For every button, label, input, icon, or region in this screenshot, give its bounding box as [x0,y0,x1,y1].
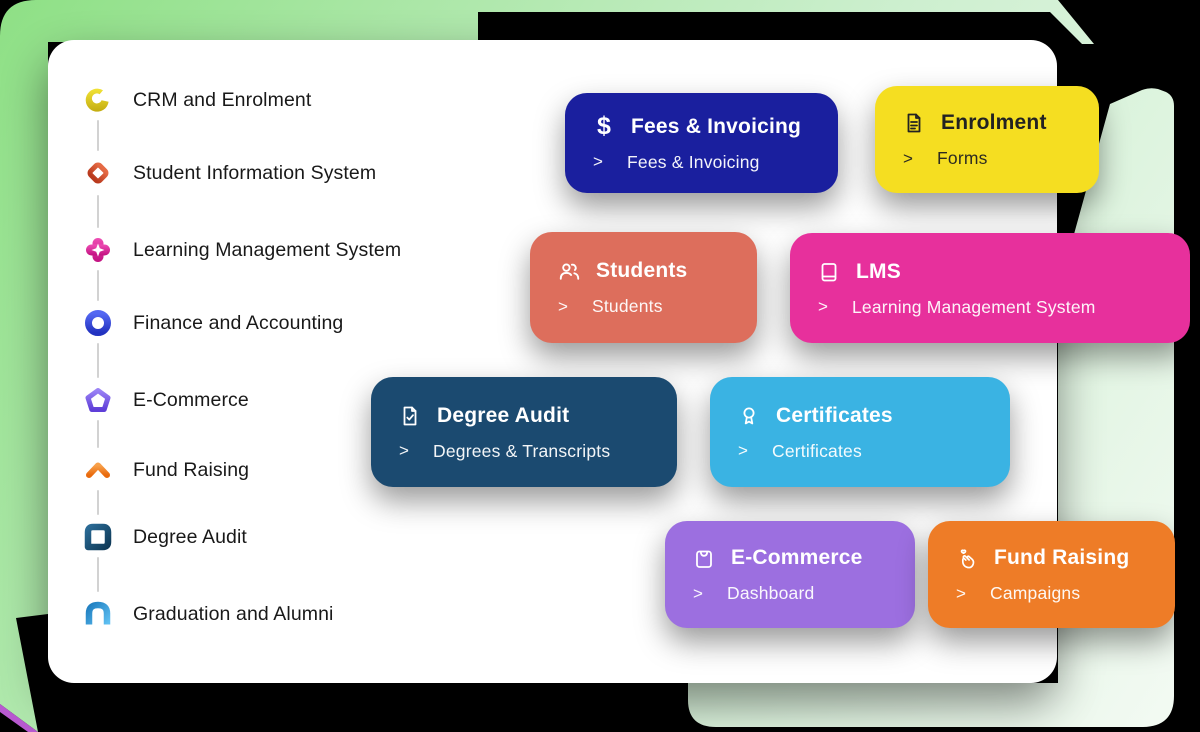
card-fees-invoicing[interactable]: $ Fees & Invoicing > Fees & Invoicing [565,93,838,193]
card-title: Certificates [776,403,893,427]
ring-icon [81,306,115,340]
chevron-right-icon: > [956,583,966,603]
sidebar-item-student-information[interactable]: Student Information System [81,153,376,193]
sidebar-item-degree-audit[interactable]: Degree Audit [81,517,247,557]
sidebar-item-fund-raising[interactable]: Fund Raising [81,450,249,490]
timeline-connector [97,420,99,448]
chevron-right-icon: > [558,296,568,316]
timeline-connector [97,270,99,301]
chevron-right-icon: > [818,297,828,316]
medal-icon [736,403,762,429]
card-title: LMS [856,259,901,283]
card-title: Enrolment [941,111,1047,134]
sidebar-item-crm-enrolment[interactable]: CRM and Enrolment [81,80,311,120]
card-title: Degree Audit [437,403,570,427]
sidebar-item-label: CRM and Enrolment [133,88,312,111]
sidebar-item-label: Student Information System [133,161,377,184]
timeline-connector [97,195,99,228]
sidebar-item-label: Fund Raising [133,458,250,481]
card-subtitle: Fees & Invoicing [627,151,760,172]
card-lms[interactable]: LMS > Learning Management System [790,233,1190,343]
chevron-right-icon: > [593,152,603,171]
timeline-connector [97,343,99,378]
sidebar-item-finance-accounting[interactable]: Finance and Accounting [81,303,343,343]
sidebar-item-label: Learning Management System [133,238,402,261]
sidebar-item-label: Finance and Accounting [133,311,344,334]
bag-icon [691,545,717,571]
card-subtitle: Certificates [772,440,862,461]
card-title: Fund Raising [994,546,1130,569]
document-icon [901,110,927,136]
card-title: Students [596,259,688,282]
doc-check-icon [397,403,423,429]
sidebar-item-label: Graduation and Alumni [133,602,334,625]
card-students[interactable]: Students > Students [530,232,757,343]
chevron-right-icon: > [693,583,703,603]
card-certificates[interactable]: Certificates > Certificates [710,377,1010,487]
card-fund-raising[interactable]: Fund Raising > Campaigns [928,521,1175,628]
crm-pacman-icon [81,83,115,117]
card-subtitle: Learning Management System [852,296,1096,317]
magenta-sliver [0,704,38,732]
card-subtitle: Campaigns [990,583,1081,603]
card-enrolment[interactable]: Enrolment > Forms [875,86,1099,193]
sidebar-item-label: E-Commerce [133,388,249,411]
card-ecommerce[interactable]: E-Commerce > Dashboard [665,521,915,628]
chevron-up-icon [81,453,115,487]
timeline-connector [97,490,99,515]
chevron-right-icon: > [399,441,409,460]
sidebar-item-ecommerce[interactable]: E-Commerce [81,380,249,420]
card-degree-audit[interactable]: Degree Audit > Degrees & Transcripts [371,377,677,487]
sidebar-item-graduation-alumni[interactable]: Graduation and Alumni [81,594,333,634]
card-subtitle: Dashboard [727,583,815,603]
diamond-icon [81,156,115,190]
drop-square-icon [81,520,115,554]
people-icon [556,258,582,284]
chevron-right-icon: > [738,441,748,460]
dollar-icon: $ [597,112,611,140]
cross-star-icon [81,233,115,267]
book-icon [816,259,842,285]
card-subtitle: Degrees & Transcripts [433,440,611,461]
pentagon-icon [81,383,115,417]
card-subtitle: Students [592,296,663,316]
card-title: Fees & Invoicing [631,114,802,138]
timeline-connector [97,120,99,151]
sidebar-item-lms[interactable]: Learning Management System [81,230,401,270]
timeline-connector [97,557,99,592]
card-subtitle: Forms [937,148,988,168]
card-title: E-Commerce [731,546,863,569]
sidebar-item-label: Degree Audit [133,525,247,548]
green-right-bottom-shape [688,88,1174,727]
arch-icon [81,597,115,631]
hand-heart-icon [954,545,980,571]
chevron-right-icon: > [903,148,913,168]
